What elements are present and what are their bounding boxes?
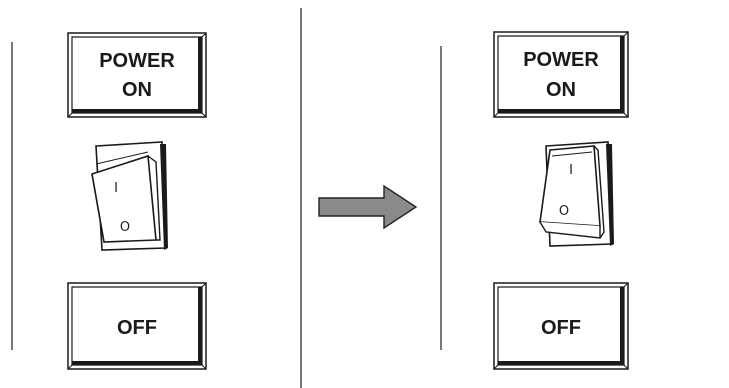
switch-off-mark: O	[120, 220, 130, 235]
off-label: OFF	[117, 317, 157, 339]
off-label-after: OFF	[541, 317, 581, 339]
rocker-switch-on-state: I O	[539, 141, 614, 247]
switch-on-mark-after: I	[569, 163, 573, 178]
power-on-label-line1-after: POWER	[523, 49, 599, 71]
power-on-label-plate-after: POWER ON	[493, 31, 629, 118]
off-label-plate: OFF	[67, 282, 207, 370]
off-label-plate-after: OFF	[493, 282, 629, 370]
after-panel: POWER ON I O OFF	[493, 31, 629, 370]
power-on-label-line1: POWER	[99, 50, 175, 72]
before-panel: POWER ON I O OFF	[67, 32, 207, 370]
power-on-label-line2: ON	[122, 79, 152, 101]
rocker-switch-off-state: I O	[91, 141, 168, 251]
right-arrow-icon	[318, 184, 418, 230]
switch-on-mark: I	[114, 181, 118, 196]
power-on-label-line2-after: ON	[546, 79, 576, 101]
power-on-label-plate: POWER ON	[67, 32, 207, 118]
switch-off-mark-after: O	[559, 204, 569, 219]
